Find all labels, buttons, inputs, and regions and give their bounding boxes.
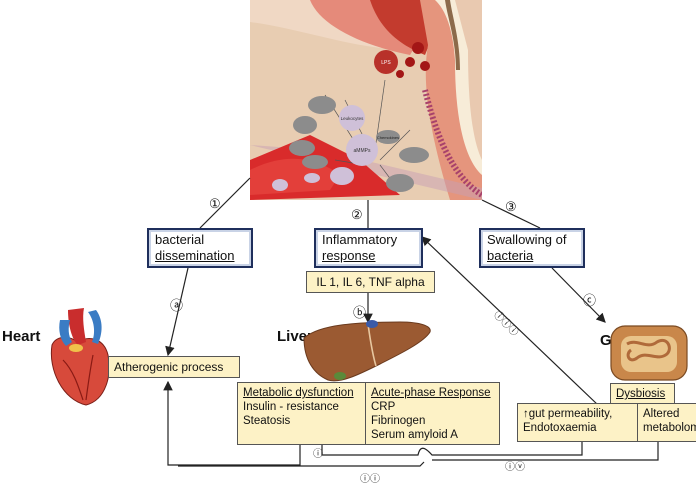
acute-line-1: CRP (371, 401, 396, 413)
periodontal-svg: LPS Leukocytes aMMPs Chemokines (250, 0, 484, 200)
permeability-line-2: Endotoxaemia (523, 422, 597, 434)
svg-text:Chemokines: Chemokines (377, 135, 399, 140)
damp-node (346, 134, 378, 166)
heart-label: Heart (2, 328, 41, 345)
pathway-num-2: ② (351, 207, 363, 222)
metabolic-line-1: Insulin - resistance (243, 401, 339, 413)
roman-iv: ⓘⓥ (505, 462, 525, 473)
gut-permeability-box: ↑gut permeability, Endotoxaemia (517, 403, 647, 442)
acute-line-3: Serum amyloid A (371, 429, 458, 441)
metabolic-dysfunction-box: Metabolic dysfunction Insulin - resistan… (237, 382, 370, 445)
roman-ii: ⓘⓘ (360, 474, 380, 485)
permeability-line-1: ↑gut permeability, (523, 408, 613, 420)
dysbiosis-label: Dysbiosis (616, 388, 666, 400)
roman-i: ⓘ (313, 449, 323, 460)
pathway-1-line1: bacterial (155, 232, 205, 247)
acute-phase-box: Acute-phase Response CRP Fibrinogen Seru… (365, 382, 500, 445)
liver-icon (300, 318, 435, 391)
metabolic-title: Metabolic dysfunction (243, 387, 354, 399)
letter-b: ⓑ (353, 305, 367, 320)
svg-text:aMMPs: aMMPs (354, 148, 371, 154)
cytokine-box: IL 1, IL 6, TNF alpha (306, 271, 435, 293)
metabolome-line-2: metabolome (643, 422, 696, 434)
metabolic-line-2: Steatosis (243, 415, 291, 427)
lps-node (374, 50, 398, 74)
bacterial-dissemination-box: bacterial dissemination (147, 228, 253, 268)
svg-text:LPS: LPS (381, 60, 391, 66)
letter-c: ⓒ (583, 293, 597, 308)
swallowing-bacteria-box: Swallowing of bacteria (479, 228, 585, 268)
pathway-num-1: ① (209, 196, 221, 211)
pathway-2-line2: response (322, 248, 376, 263)
altered-metabolome-box: Altered metabolome (637, 403, 696, 442)
heart-icon (38, 300, 118, 415)
svg-text:Leukocytes: Leukocytes (341, 116, 365, 121)
inflammatory-response-box: Inflammatory response (314, 228, 423, 268)
pathway-1-line2: dissemination (155, 248, 235, 263)
pathway-3-line1: Swallowing of (487, 232, 567, 247)
gut-icon (607, 322, 691, 389)
letter-a: ⓐ (170, 298, 184, 313)
atherogenic-box: Atherogenic process (108, 356, 240, 378)
periodontal-illustration: LPS Leukocytes aMMPs Chemokines (250, 0, 484, 200)
dysbiosis-box: Dysbiosis (610, 383, 675, 405)
metabolome-line-1: Altered (643, 408, 680, 420)
pathway-num-3: ③ (505, 199, 517, 214)
pathway-2-line1: Inflammatory (322, 232, 398, 247)
pathway-3-line2: bacteria (487, 248, 534, 263)
acute-title: Acute-phase Response (371, 387, 491, 399)
acute-line-2: Fibrinogen (371, 415, 426, 427)
